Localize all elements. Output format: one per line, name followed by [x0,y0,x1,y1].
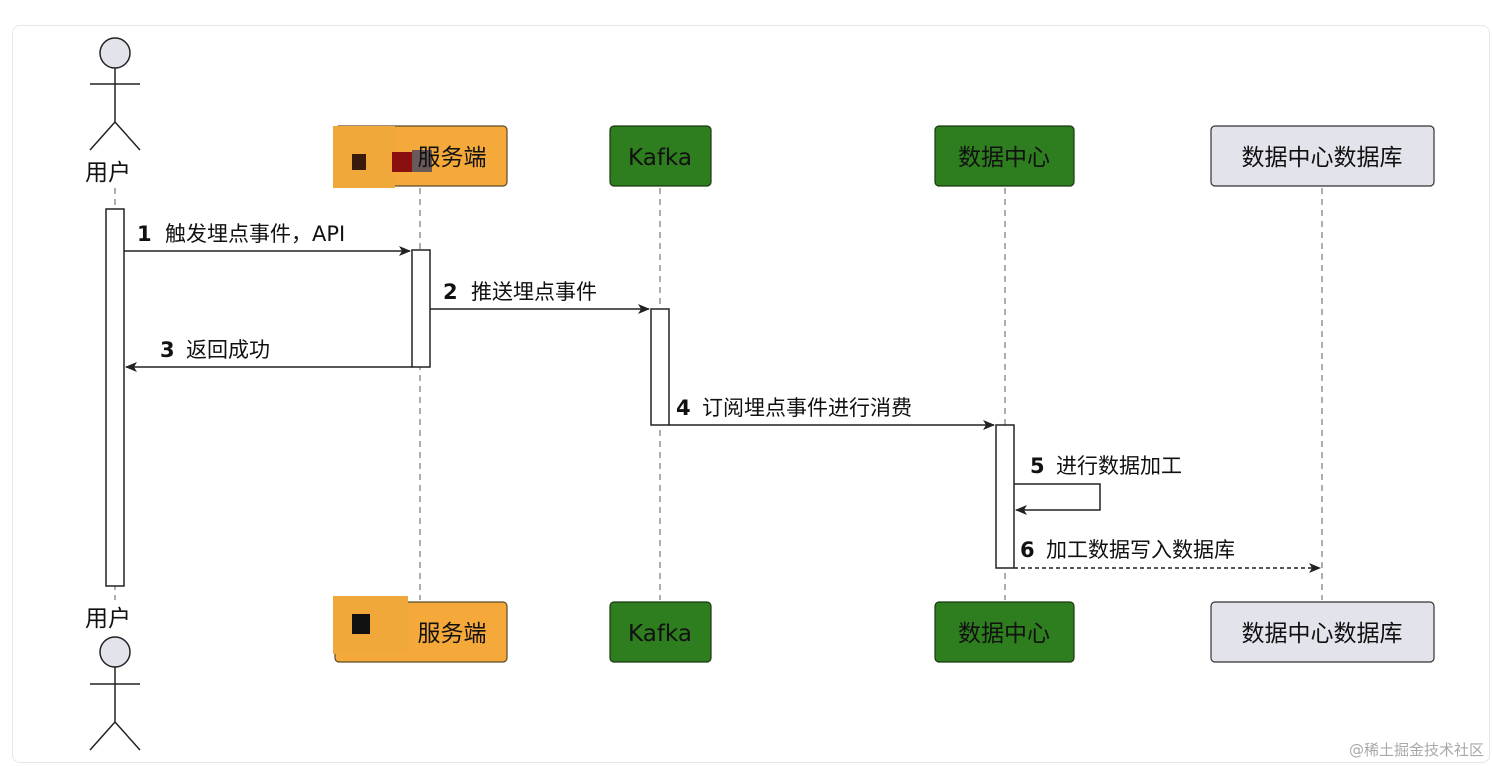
message-1: 1 触发埋点事件，API [124,222,411,256]
message-6: 6 加工数据写入数据库 [1014,538,1321,573]
message-3-number: 3 [160,338,175,362]
participant-datacenter-bottom: 数据中心 [934,601,1075,663]
participant-server-top: 服务端 [333,125,508,188]
actor-user-bottom: 用户 [85,606,141,751]
participant-datacenter-top-label: 数据中心 [958,145,1050,171]
message-3-text: 返回成功 [186,338,270,362]
activation-datacenter [995,424,1015,569]
participant-database-bottom: 数据中心数据库 [1210,601,1435,663]
message-4-number: 4 [676,396,691,420]
message-5-text: 进行数据加工 [1056,454,1182,478]
message-6-text: 加工数据写入数据库 [1046,538,1235,562]
activation-server [411,249,431,368]
message-4-text: 订阅埋点事件进行消费 [702,396,912,420]
participant-kafka-top: Kafka [609,125,712,187]
activation-kafka [650,308,670,426]
participant-database-top-label: 数据中心数据库 [1242,145,1403,171]
watermark: @稀土掘金技术社区 [1348,741,1484,759]
participant-kafka-bottom-label: Kafka [628,621,692,647]
participant-database-bottom-label: 数据中心数据库 [1242,621,1403,647]
message-5: 5 进行数据加工 [1014,454,1182,515]
participant-kafka-bottom: Kafka [609,601,712,663]
message-1-number: 1 [137,222,152,246]
message-5-number: 5 [1030,454,1045,478]
message-6-number: 6 [1020,538,1035,562]
participant-kafka-top-label: Kafka [628,145,692,171]
message-2-text: 推送埋点事件 [471,280,597,304]
participant-datacenter-bottom-label: 数据中心 [958,621,1050,647]
actor-user-top-label: 用户 [85,160,131,186]
actor-head-icon [99,636,131,668]
message-5-arrow [1014,483,1101,515]
actor-user-top: 用户 [85,37,141,186]
participant-database-top: 数据中心数据库 [1210,125,1435,187]
actor-user-bottom-label: 用户 [85,606,131,632]
message-3: 3 返回成功 [125,338,412,372]
participant-server-bottom-label: 服务端 [418,621,487,647]
message-1-text: 触发埋点事件，API [165,222,345,246]
actor-head-icon [99,37,131,69]
activation-user [105,208,125,587]
message-2-number: 2 [443,280,458,304]
message-2: 2 推送埋点事件 [430,280,650,314]
participant-server-bottom: 服务端 [333,596,508,663]
message-4: 4 订阅埋点事件进行消费 [669,396,995,430]
participant-datacenter-top: 数据中心 [934,125,1075,187]
participant-server-top-label: 服务端 [418,145,487,171]
blurred-logo-icon [333,596,408,654]
